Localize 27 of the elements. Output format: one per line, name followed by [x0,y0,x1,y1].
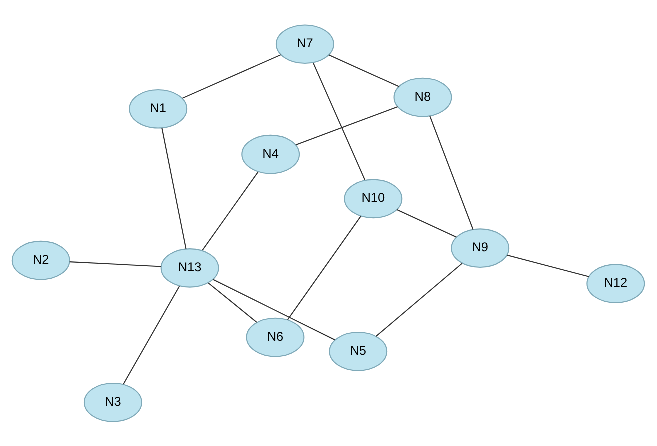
node-ellipse: N7 [276,24,334,64]
node-ellipse: N6 [246,317,305,357]
connector [328,54,400,87]
node-ellipse: N5 [329,332,388,371]
connector [162,128,187,249]
connector [182,54,282,98]
connector [296,106,398,146]
node-ellipse: N1 [129,88,188,128]
node-ellipse: N2 [12,240,70,280]
connector [123,286,180,384]
node-ellipse: N4 [242,134,300,174]
connector [430,116,474,230]
node-ellipse: N13 [160,248,220,288]
connector [208,282,258,322]
connector [507,254,590,277]
node-ellipse: N3 [84,382,142,422]
connector [312,62,366,180]
node-ellipse: N10 [344,178,403,218]
node-ellipse: N8 [394,77,452,117]
connector [396,208,457,238]
node-ellipse: N9 [451,228,510,268]
connector [212,278,336,340]
node-ellipse: N12 [586,264,646,303]
connector [202,171,259,250]
connector [287,216,362,320]
connector [70,261,162,267]
connector [376,262,463,336]
